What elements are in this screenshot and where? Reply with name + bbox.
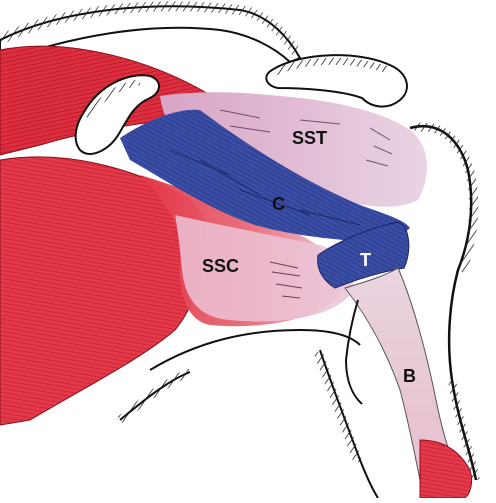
label-b: B — [403, 366, 416, 386]
label-t: T — [360, 250, 371, 270]
label-c: C — [272, 194, 285, 214]
label-ssc: SSC — [202, 256, 239, 276]
label-sst: SST — [292, 128, 327, 148]
